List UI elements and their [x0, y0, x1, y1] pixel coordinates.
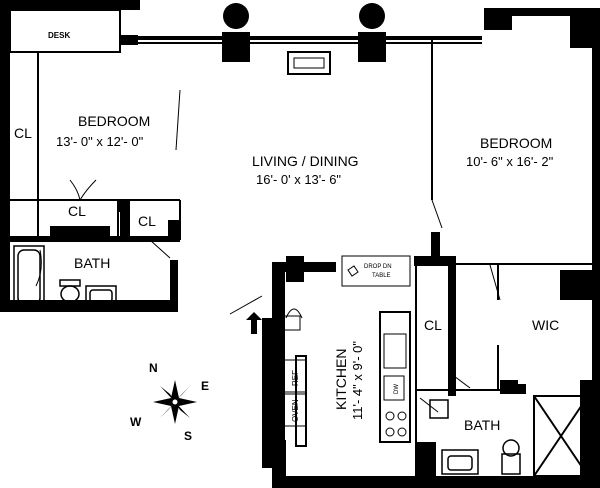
compass-w: W: [130, 415, 142, 429]
compass-e: E: [201, 379, 209, 393]
toilet-left: [59, 279, 81, 303]
compass-s: S: [184, 429, 192, 443]
interior-walls: [9, 9, 592, 477]
bathtub-left: [13, 245, 45, 309]
kitchen-dimensions: 11'- 4" x 9'- 0": [350, 341, 365, 420]
bedroom-left-dimensions: 13'- 0" x 12'- 0": [56, 134, 144, 149]
closet-left-label: CL: [14, 125, 32, 141]
drop-down-table: [341, 255, 411, 287]
bedroom-right-label: BEDROOM: [480, 135, 552, 151]
exterior-columns: [223, 3, 385, 29]
desk-label: DESK: [48, 31, 70, 40]
kitchen-appliances: [279, 315, 407, 437]
bath-right-label: BATH: [464, 417, 500, 433]
bath-right-fixtures: [429, 399, 521, 475]
closet-right-label: CL: [424, 317, 442, 333]
door-swings: [35, 89, 501, 413]
drop-table-line2: TABLE: [372, 273, 391, 279]
entry-arrow: [246, 312, 262, 334]
ref-label: REF: [291, 370, 300, 386]
closet-small-label: CL: [138, 213, 156, 229]
living-dining-dimensions: 16'- 0' x 13'- 6": [256, 172, 341, 187]
compass-n: N: [149, 361, 158, 375]
drop-table-line1: DROP DN: [364, 264, 392, 270]
bedroom-left-label: BEDROOM: [78, 113, 150, 129]
sink-left: [85, 285, 117, 307]
compass-rose: [153, 380, 197, 424]
kitchen-label: KITCHEN: [333, 349, 349, 410]
dw-label: DW: [394, 384, 400, 394]
interior-column: [286, 256, 304, 282]
closet-mid-label: CL: [68, 203, 86, 219]
bath-left-label: BATH: [74, 255, 110, 271]
thick-walls: [10, 200, 526, 476]
wic-label: WIC: [532, 317, 559, 333]
oven-label: OVEN: [291, 399, 300, 422]
living-dining-label: LIVING / DINING: [252, 153, 359, 169]
bedroom-right-dimensions: 10'- 6" x 16'- 2": [466, 154, 554, 169]
